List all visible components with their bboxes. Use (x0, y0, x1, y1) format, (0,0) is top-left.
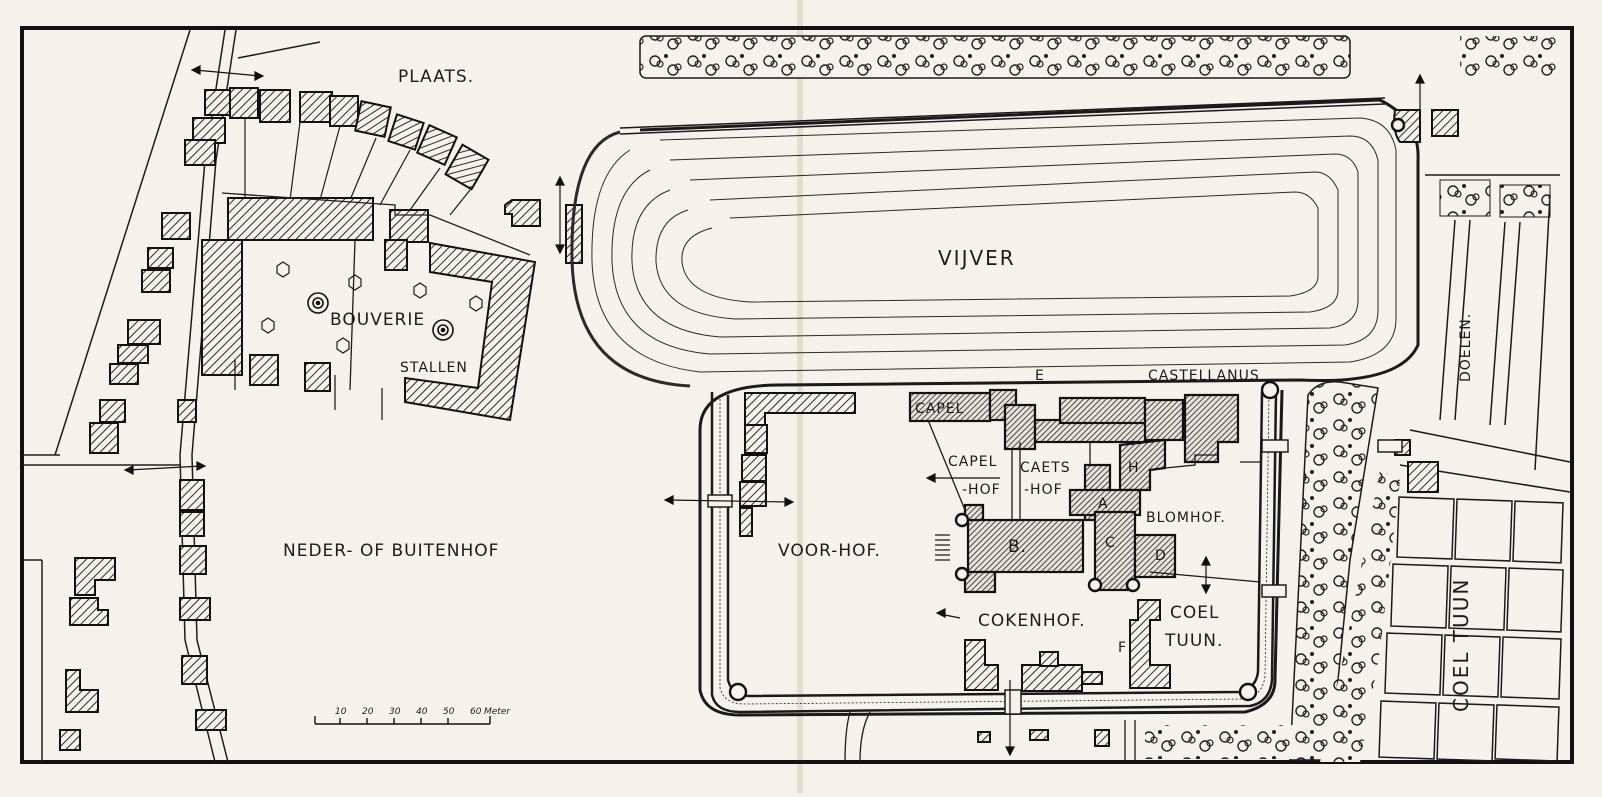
tree-plot-doelen-2 (1499, 184, 1551, 218)
bastion-towers (1393, 109, 1459, 493)
voorhof-buildings (739, 392, 856, 537)
tree-strip-east (1289, 381, 1379, 761)
rampart-top (619, 97, 1386, 135)
label-caets-hof-line1: CAETS (1020, 460, 1071, 476)
label-caets-hof-line2: -HOF (1024, 482, 1063, 498)
tree-strip-east-2 (1320, 470, 1400, 762)
label-capel-hof-line1: CAPEL (948, 454, 997, 470)
label-doelen: DOELEN. (1458, 313, 1474, 382)
label-plaats: PLAATS. (398, 67, 474, 87)
bouverie-courtyard-outline (221, 192, 531, 391)
castle-towers (728, 117, 1406, 702)
street-houses (59, 89, 231, 751)
label-coel-tuun-right: COEL TUUN (1449, 578, 1473, 712)
tree-plot-doelen-1 (1439, 179, 1491, 217)
tree-cluster-northeast (1460, 36, 1560, 80)
well-icon (307, 292, 454, 341)
scale-tick-40: 40 (416, 707, 428, 717)
label-cokenhof: COKENHOF. (978, 611, 1085, 631)
label-a: A (1098, 496, 1109, 512)
label-castellanus: CASTELLANUS (1148, 368, 1260, 384)
plaats-plot-lines (244, 118, 471, 216)
label-e: E (1035, 368, 1045, 384)
label-c: C (1105, 535, 1116, 551)
coel-tuun-grid (1378, 496, 1564, 762)
bridges (707, 439, 1403, 715)
scale-tick-20: 20 (362, 707, 374, 717)
tree-row-south (1145, 725, 1295, 759)
tree-row-north (639, 35, 1351, 79)
label-b: B. (1008, 537, 1027, 557)
scale-tick-50: 50 (443, 707, 455, 717)
castle-steps (935, 534, 950, 561)
label-neder-of-buitenhof: NEDER- OF BUITENHOF (283, 541, 499, 561)
scale-tick-30: 30 (389, 707, 401, 717)
courtyard-walls (844, 461, 1262, 763)
label-vijver: VIJVER (938, 246, 1016, 270)
scale-tick-10: 10 (335, 707, 347, 717)
label-voorhof: VOOR-HOF. (778, 541, 881, 561)
label-coel-tuun-line1: COEL (1170, 603, 1219, 623)
label-bouverie: BOUVERIE (330, 310, 425, 330)
scale-unit: Meter (484, 707, 511, 717)
label-h: H (1128, 460, 1140, 476)
label-d: D (1155, 548, 1167, 564)
label-capel-hof-line2: -HOF (962, 482, 1001, 498)
castle-inner-lines (927, 419, 1218, 520)
moat-channel (710, 391, 1278, 714)
label-capel: CAPEL (915, 401, 964, 417)
courtyard-trees (261, 261, 483, 354)
vijver-pond (570, 98, 1420, 717)
cokenhof-buildings (964, 599, 1171, 747)
map-border (20, 26, 1574, 764)
label-f: F (1118, 640, 1127, 656)
plaats-houses (229, 87, 583, 264)
access-arrows (123, 65, 1425, 757)
scale-tick-60: 60 (470, 707, 482, 717)
label-stallen: STALLEN (400, 360, 468, 376)
label-blomhof: BLOMHOF. (1146, 510, 1226, 526)
label-coel-tuun-line2: TUUN. (1164, 631, 1223, 651)
castle-buildings (908, 388, 1240, 594)
scale-bar: 10 20 30 40 50 60 Meter (314, 707, 511, 725)
doelen-ranges (1399, 174, 1571, 493)
